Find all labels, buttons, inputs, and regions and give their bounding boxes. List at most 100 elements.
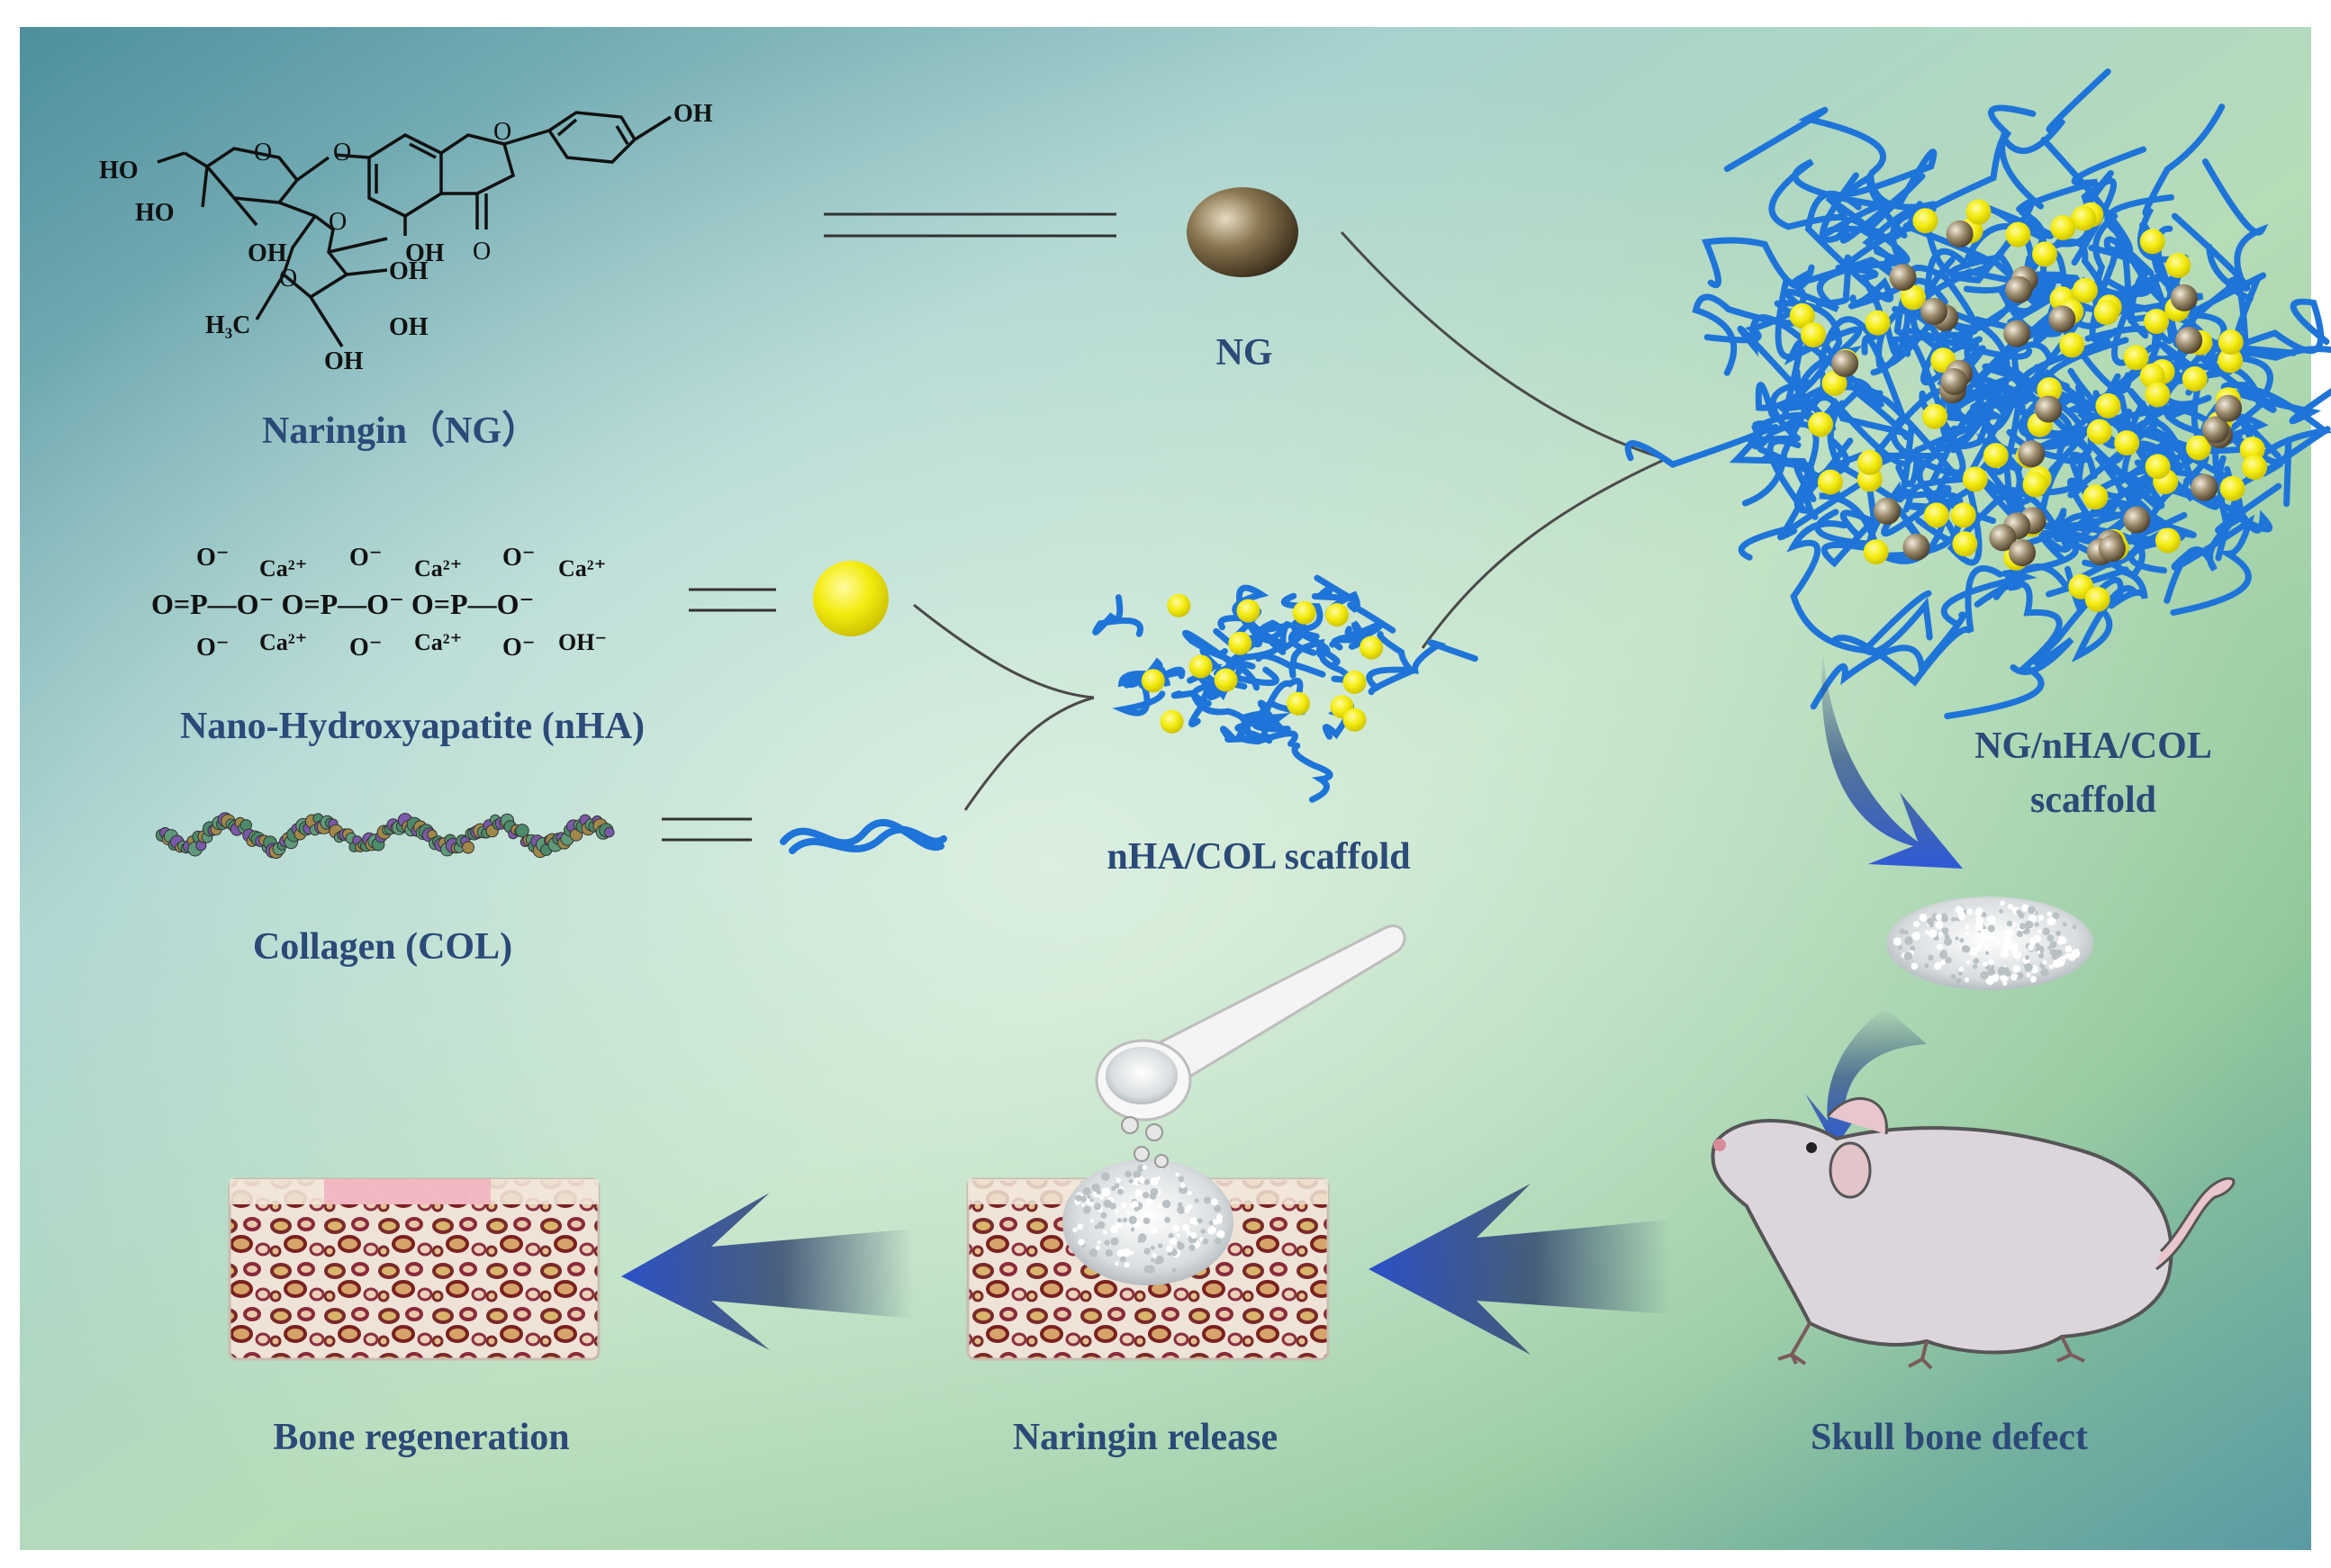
atom-o-ring-3: O [493,118,511,146]
scaffold-fiber [1366,639,1478,691]
scaffold-fiber [1810,611,1966,710]
nha-particle-dot [1188,654,1213,679]
ng-bead-dot [2170,284,2198,311]
powder-grain [1904,936,1913,945]
nha-ca-top-1: Ca²⁺ [259,555,307,581]
powder-grain [1078,1239,1085,1246]
powder-grain [2046,911,2052,917]
powder-grain [2000,900,2005,906]
powder-grain [1969,948,1978,956]
nha-particle-dot [1863,539,1889,565]
powder-grain [1117,1188,1124,1195]
powder-grain [1984,945,1990,950]
powder-grain [1168,1233,1174,1239]
powder-grain [1958,967,1964,972]
powder-grain [1200,1229,1206,1234]
nha-particle-dot [2155,527,2181,554]
powder-grain [1158,1243,1163,1248]
nha-particle-dot [2218,347,2244,374]
powder-grain [1999,909,2003,914]
powder-grain [1997,966,2007,976]
powder-grain [1974,922,1983,932]
powder-grain [2058,956,2066,963]
nha-particle-dot [1325,603,1349,627]
powder-grain [1077,1223,1083,1230]
atom-ho-1: HO [99,157,139,185]
powder-grain [1966,908,1974,915]
powder-grain [1975,915,1984,924]
nha-col-scaffold [1092,574,1478,803]
powder-grain [1911,962,1919,970]
label-ng: NG [1216,332,1273,374]
powder-grain [1216,1213,1223,1221]
scaffold-fiber [2200,356,2331,482]
nha-particle-dot [1360,635,1384,660]
nha-particle-dot [1950,502,1976,528]
scaffold-fiber [2161,369,2292,508]
powder-grain [1121,1203,1127,1209]
nha-particle-dot [1236,599,1260,623]
powder-grain [1154,1257,1161,1265]
scaffold-fiber [1624,411,1837,468]
powder-grain [1097,1221,1106,1230]
powder-grain [2000,949,2010,959]
powder-grain [1157,1203,1162,1208]
scaffold-fiber [1188,677,1223,727]
powder-grain [2003,936,2011,944]
label-collagen: Collagen (COL) [253,926,512,968]
ng-bead-dot [1946,220,1974,248]
powder-grain [1105,1249,1113,1257]
ng-bead-dot [2098,535,2126,563]
ng-bead-dot [2215,394,2243,422]
powder-grain [1202,1238,1209,1245]
label-naringin-release: Naringin release [1013,1417,1278,1458]
powder-grain [1114,1183,1120,1189]
powder-grain [1179,1185,1188,1194]
powder-grain [1956,978,1962,984]
powder-grain [2021,904,2029,912]
powder-grain [1103,1199,1112,1208]
nha-particle-dot [1857,449,1883,475]
powder-grain [1941,915,1948,923]
powder-grain [1893,937,1902,946]
nha-ca-top-3: Ca²⁺ [558,555,606,581]
powder-grain [1913,921,1920,928]
nha-particle-dot [2059,332,2085,358]
powder-grain [2046,916,2056,926]
powder-grain [1197,1218,1203,1224]
nha-particle-dot [1141,669,1165,693]
powder-grain [1094,1224,1099,1230]
scaffold-fiber [2137,104,2226,263]
powder-grain [2052,912,2060,920]
powder-grain [2024,962,2033,972]
nha-o-top-2: O⁻ [349,544,383,572]
powder-grain [1204,1196,1211,1204]
nha-particle-dot [1901,284,1926,311]
powder-grain [1987,968,1995,976]
scaffold-fiber [1746,379,1815,450]
powder-grain [1119,1256,1126,1263]
powder-grain [1973,964,1978,969]
nha-particle-dot [2218,329,2244,356]
powder-grain [2072,924,2077,930]
powder-grain [1171,1224,1179,1232]
powder-grain [1110,1237,1119,1246]
powder-grain [1099,1195,1105,1200]
scaffold-fiber [2170,514,2255,616]
powder-grain [1215,1237,1222,1245]
powder-grain [2016,909,2022,915]
powder-grain [1125,1170,1132,1178]
ng-bead-dot [2003,320,2031,347]
atom-oh-c: OH [389,313,429,341]
powder-grain [1130,1227,1135,1232]
powder-grain [1150,1187,1159,1196]
nha-particle-dot [1922,403,1948,429]
powder-grain [1181,1223,1190,1232]
scaffold-fiber [2209,298,2330,374]
collagen-bead [515,824,529,838]
powder-grain [1103,1230,1107,1235]
powder-grain [2059,936,2067,944]
powder-grain [2004,928,2013,938]
powder-grain [1111,1185,1116,1192]
powder-grain [1911,931,1921,941]
